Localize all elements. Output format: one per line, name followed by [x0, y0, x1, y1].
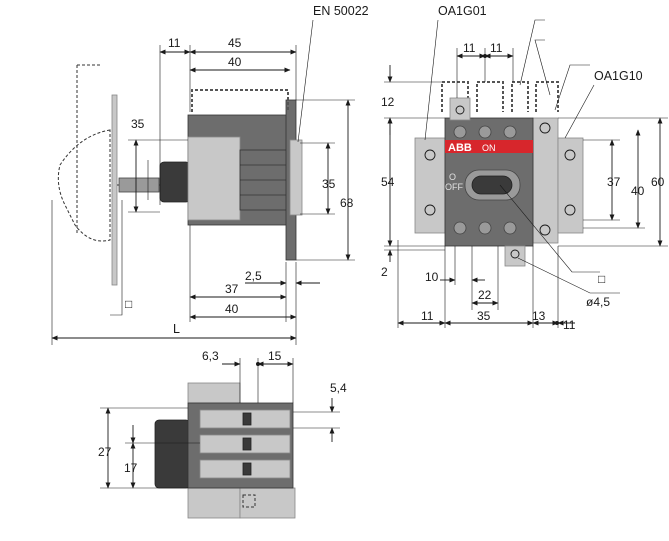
- dim-35-front: 35: [477, 309, 491, 323]
- knob: [159, 161, 191, 203]
- dim-6-3: 6,3: [202, 349, 219, 363]
- contact-outline-2: [476, 81, 504, 112]
- side-view: 11 45 40 EN 50022 35 35 68 2,5 37 40: [51, 4, 369, 345]
- dim-11-left: 11: [421, 309, 434, 323]
- dim-40-bottom: 40: [225, 302, 239, 316]
- dim-40-top: 40: [228, 55, 242, 69]
- dim-11-right: 11: [563, 318, 576, 332]
- label-part-b: OA1G10: [594, 69, 643, 83]
- dim-4-5: ø4,5: [586, 295, 610, 309]
- top-view: 6,3 15 5,4 27 17: [98, 349, 347, 519]
- handle-knob-outline: [57, 129, 111, 242]
- dim-11: 11: [168, 36, 181, 50]
- aux-block-mid: [532, 117, 559, 244]
- handle-outline: [76, 64, 100, 235]
- dim-13: 13: [532, 309, 546, 323]
- dim-54: 54: [381, 175, 395, 189]
- aux-block-left: [414, 137, 446, 234]
- label-length: L: [173, 322, 180, 336]
- dim-68: 68: [340, 196, 354, 210]
- dim-35-left: 35: [131, 117, 145, 131]
- label-standard: EN 50022: [313, 4, 369, 18]
- brand-logo: ABB: [448, 142, 472, 154]
- label-square-b: □: [598, 272, 605, 286]
- label-square-a: □: [125, 297, 132, 311]
- dim-35-right: 35: [322, 177, 336, 191]
- aux-bottom-light: [187, 487, 241, 519]
- dim-11-a: 11: [463, 41, 476, 55]
- contact-outline-4: [535, 81, 559, 112]
- front-view: ABB ON O OFF 11 11 OA1G01 OA1G10 12 54: [381, 4, 668, 332]
- aux-block-right: [557, 137, 584, 234]
- top-knob: [154, 419, 191, 489]
- label-off-symbol: O: [449, 172, 456, 182]
- dim-10: 10: [425, 270, 439, 284]
- dim-12: 12: [381, 95, 395, 109]
- dim-22: 22: [478, 288, 492, 302]
- label-off: OFF: [445, 182, 463, 192]
- dim-15: 15: [268, 349, 282, 363]
- mount-tab-bottom: [504, 245, 526, 267]
- door-panel: [111, 94, 118, 286]
- brand-strip: [445, 140, 533, 153]
- aux-top-light: [187, 382, 241, 404]
- front-plate: [187, 136, 241, 221]
- mount-tab-top: [449, 97, 471, 121]
- dim-60: 60: [651, 175, 665, 189]
- dim-11-b: 11: [490, 41, 503, 55]
- dim-27: 27: [98, 445, 112, 459]
- dim-2: 2: [381, 265, 388, 279]
- dim-40-front: 40: [631, 184, 645, 198]
- shaft: [118, 177, 160, 193]
- label-on: ON: [482, 143, 496, 153]
- label-part-a: OA1G01: [438, 4, 487, 18]
- dim-17: 17: [124, 461, 138, 475]
- accessory-outline: [191, 89, 289, 112]
- din-rail: [289, 139, 303, 216]
- dim-2-5: 2,5: [245, 269, 262, 283]
- contact-outline-3: [511, 81, 529, 112]
- dim-37: 37: [225, 282, 239, 296]
- dim-5-4: 5,4: [330, 381, 347, 395]
- dim-45: 45: [228, 36, 242, 50]
- dim-37-front: 37: [607, 175, 621, 189]
- contact-outline-1: [441, 81, 469, 112]
